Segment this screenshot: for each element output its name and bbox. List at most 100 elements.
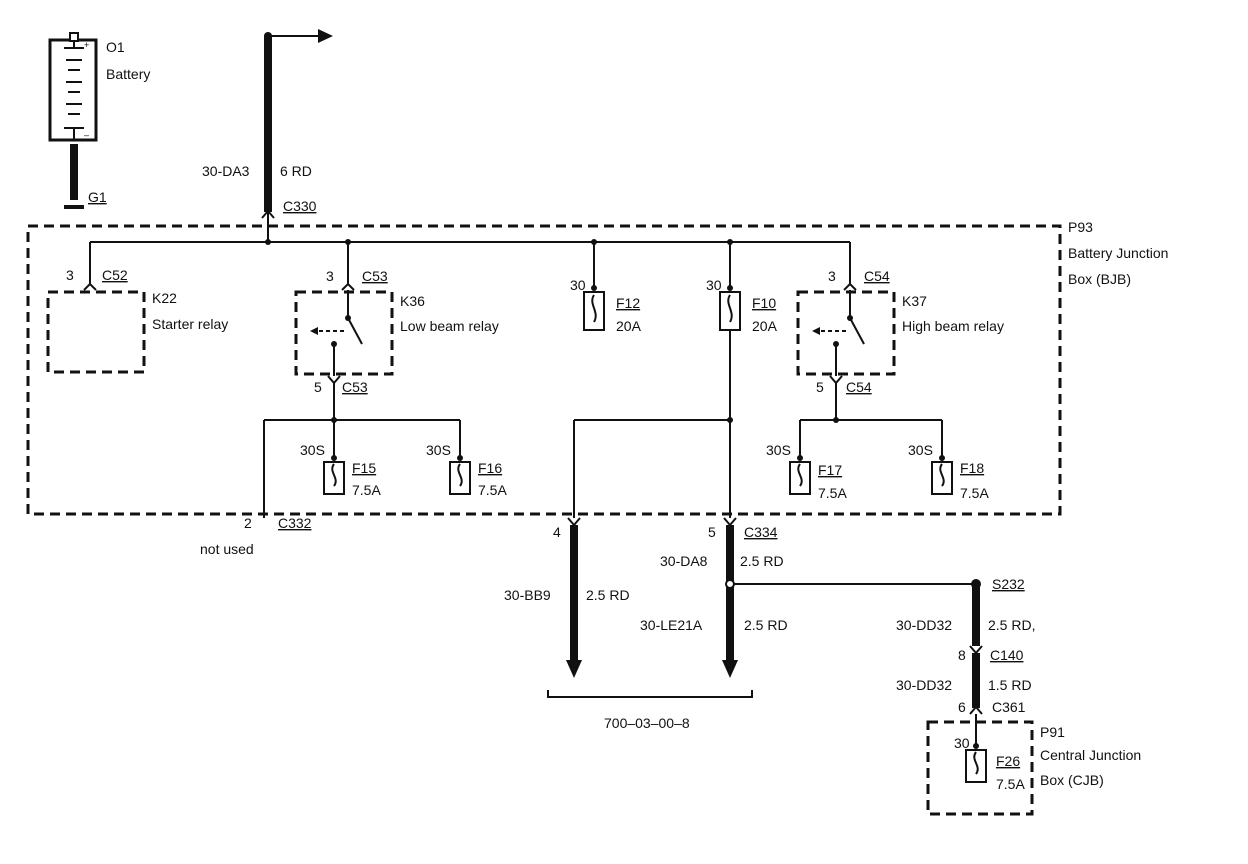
connector-c334-right-icon xyxy=(723,517,737,527)
f18-rating: 7.5A xyxy=(960,485,989,501)
bjb-box xyxy=(26,224,1062,516)
f26-rating: 7.5A xyxy=(996,776,1025,792)
connector-c361-icon xyxy=(969,705,983,715)
k36-id: K36 xyxy=(400,293,425,309)
k22-id: K22 xyxy=(152,290,177,306)
connector-c52-icon xyxy=(83,282,97,291)
cjb-name-1: Central Junction xyxy=(1040,747,1141,763)
f16-id: F16 xyxy=(478,460,502,476)
dd32-a-circuit: 30-DD32 xyxy=(896,617,952,633)
battery-id: O1 xyxy=(106,39,125,55)
c334-pin-right: 5 xyxy=(708,524,716,540)
k36-pin-out: 5 xyxy=(314,379,322,395)
reference-bracket xyxy=(547,690,753,698)
c332-pin: 2 xyxy=(244,515,252,531)
f18-id: F18 xyxy=(960,460,984,476)
k37-connector-in: C54 xyxy=(864,268,890,284)
k36-connector-in: C53 xyxy=(362,268,388,284)
dd32-b-circuit: 30-DD32 xyxy=(896,677,952,693)
f15-id: F15 xyxy=(352,460,376,476)
k37-id: K37 xyxy=(902,293,927,309)
ground-label: G1 xyxy=(88,189,107,205)
dd32-b-wire: 1.5 RD xyxy=(988,677,1032,693)
connector-c330: C330 xyxy=(283,198,317,214)
fuse-f26-icon xyxy=(965,743,987,783)
dd32-a-wire: 2.5 RD, xyxy=(988,617,1035,633)
k37-pin-out: 5 xyxy=(816,379,824,395)
c140-pin: 8 xyxy=(958,647,966,663)
connector-c140-icon xyxy=(969,645,983,655)
svg-text:–: – xyxy=(84,130,89,140)
connector-c54-out-icon xyxy=(829,375,843,385)
c140-connector: C140 xyxy=(990,647,1024,663)
f18-pin: 30S xyxy=(908,442,933,458)
f17-id: F17 xyxy=(818,462,842,478)
f10-id: F10 xyxy=(752,295,776,311)
fuse-f16-icon xyxy=(449,455,471,495)
da8-circuit: 30-DA8 xyxy=(660,553,708,569)
fuse-f18-icon xyxy=(931,455,953,495)
k37-switch-icon xyxy=(812,290,865,376)
bjb-name-2: Box (BJB) xyxy=(1068,271,1131,287)
le21a-wire: 2.5 RD xyxy=(744,617,788,633)
c332-connector: C332 xyxy=(278,515,312,531)
k36-name: Low beam relay xyxy=(400,318,499,334)
da8-wire: 2.5 RD xyxy=(740,553,784,569)
k22-connector: C52 xyxy=(102,267,128,283)
k37-connector-out: C54 xyxy=(846,379,872,395)
bb9-circuit: 30-BB9 xyxy=(504,587,551,603)
f12-id: F12 xyxy=(616,295,640,311)
f26-pin: 30 xyxy=(954,735,970,751)
supply-wire-label: 6 RD xyxy=(280,163,312,179)
k22-name: Starter relay xyxy=(152,316,228,332)
f10-rating: 20A xyxy=(752,318,778,334)
c361-pin: 6 xyxy=(958,699,966,715)
c334-pin-left: 4 xyxy=(553,524,561,540)
k36-relay-box xyxy=(294,290,394,376)
connector-c53-in-icon xyxy=(341,282,355,291)
k36-pin-in: 3 xyxy=(326,268,334,284)
f12-rating: 20A xyxy=(616,318,642,334)
reference-label: 700–03–00–8 xyxy=(604,715,690,731)
battery-symbol: + – xyxy=(48,32,98,142)
f16-rating: 7.5A xyxy=(478,482,507,498)
bb9-wire: 2.5 RD xyxy=(586,587,630,603)
k37-pin-in: 3 xyxy=(828,268,836,284)
svg-text:+: + xyxy=(84,40,89,50)
c334-connector: C334 xyxy=(744,524,778,540)
fuse-f12-icon xyxy=(583,285,605,331)
splice-s232: S232 xyxy=(992,576,1025,592)
f17-pin: 30S xyxy=(766,442,791,458)
connector-c53-out-icon xyxy=(327,375,341,385)
connector-c54-in-icon xyxy=(843,282,857,291)
bjb-name-1: Battery Junction xyxy=(1068,245,1168,261)
fuse-f17-icon xyxy=(789,455,811,495)
le21a-circuit: 30-LE21A xyxy=(640,617,703,633)
fuse-f15-icon xyxy=(323,455,345,495)
f15-rating: 7.5A xyxy=(352,482,381,498)
f26-id: F26 xyxy=(996,753,1020,769)
f17-rating: 7.5A xyxy=(818,485,847,501)
cjb-id: P91 xyxy=(1040,724,1065,740)
bjb-id: P93 xyxy=(1068,219,1093,235)
c332-note: not used xyxy=(200,541,254,557)
f15-pin: 30S xyxy=(300,442,325,458)
f12-pin: 30 xyxy=(570,277,586,293)
k36-switch-icon xyxy=(310,290,363,376)
k22-pin: 3 xyxy=(66,267,74,283)
cjb-name-2: Box (CJB) xyxy=(1040,772,1104,788)
k37-relay-box xyxy=(796,290,896,376)
f10-pin: 30 xyxy=(706,277,722,293)
connector-c334-left-icon xyxy=(567,517,581,527)
k36-connector-out: C53 xyxy=(342,379,368,395)
k22-relay-box xyxy=(46,290,146,374)
supply-circuit: 30-DA3 xyxy=(202,163,250,179)
battery-name: Battery xyxy=(106,66,150,82)
f16-pin: 30S xyxy=(426,442,451,458)
c361-connector: C361 xyxy=(992,699,1026,715)
arrow-right-icon xyxy=(318,29,333,43)
fuse-f10-icon xyxy=(719,285,741,331)
cjb-box xyxy=(926,720,1034,816)
k37-name: High beam relay xyxy=(902,318,1004,334)
